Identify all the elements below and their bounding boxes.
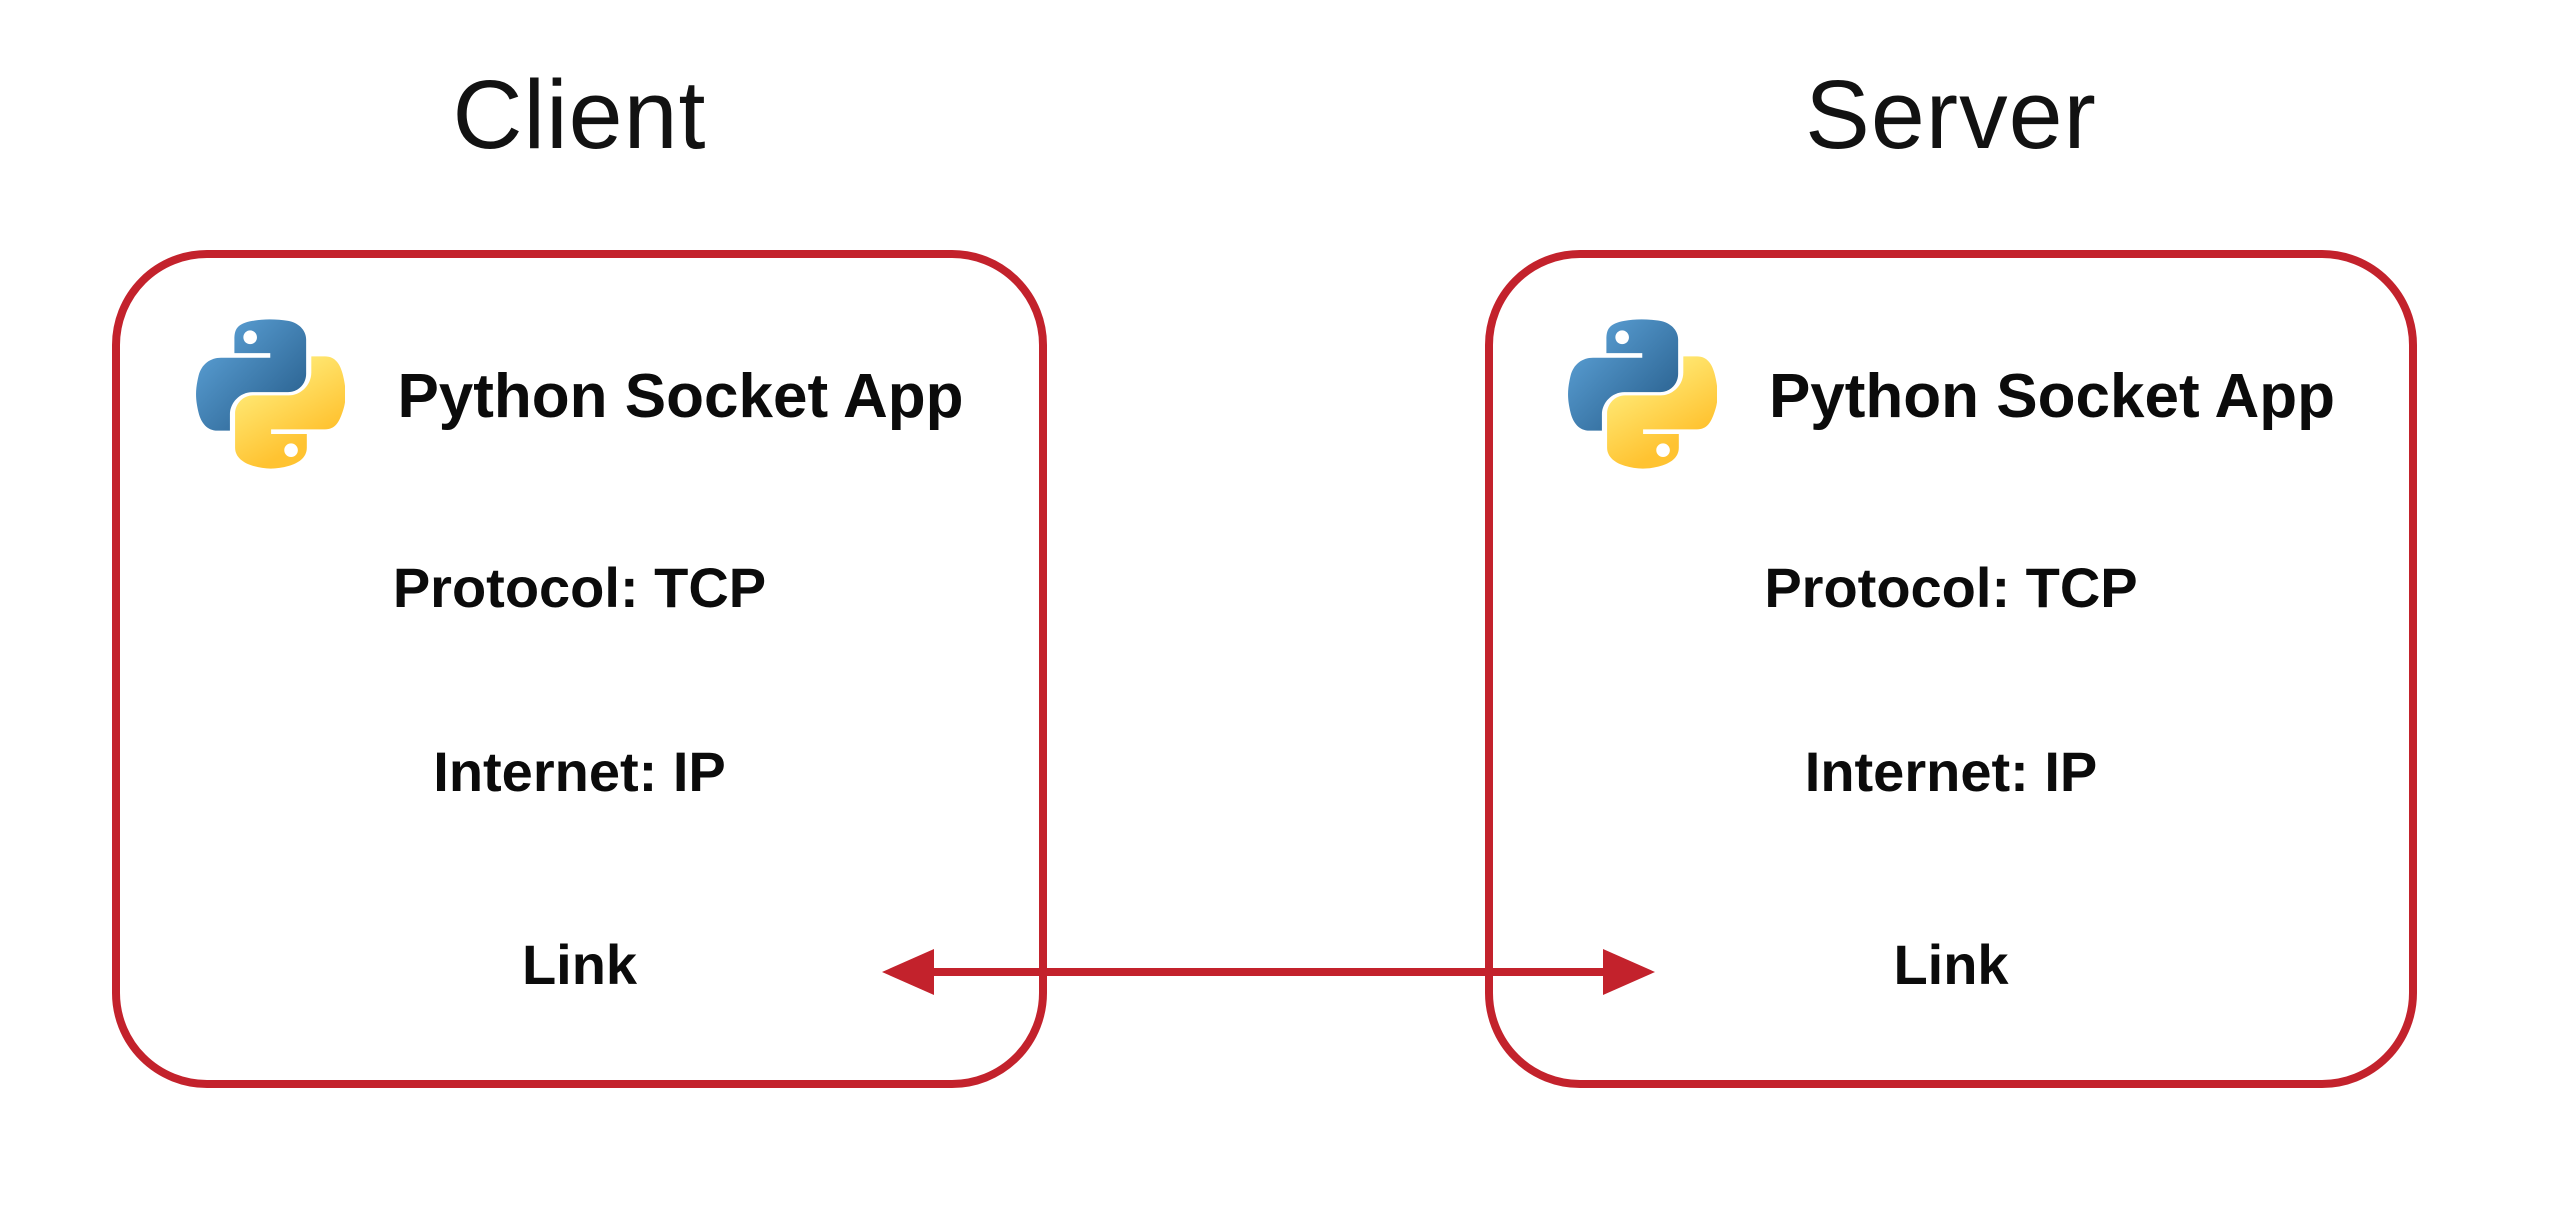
server-protocol-label: Protocol: TCP xyxy=(1764,556,2138,619)
server-app-row: Python Socket App xyxy=(1493,318,2409,474)
python-logo-icon xyxy=(195,318,347,474)
server-internet-label: Internet: IP xyxy=(1804,740,2098,803)
server-app-label: Python Socket App xyxy=(1768,361,2336,431)
server-node: Python Socket App Protocol: TCP Internet… xyxy=(1485,250,2417,1088)
python-logo-icon xyxy=(1567,318,1718,474)
server-title: Server xyxy=(1805,60,2097,169)
client-internet-label: Internet: IP xyxy=(433,740,726,803)
client-title: Client xyxy=(452,60,707,169)
server-link-label: Link xyxy=(1893,933,2009,996)
client-node: Python Socket App Protocol: TCP Internet… xyxy=(112,250,1047,1088)
client-app-label: Python Socket App xyxy=(397,361,964,431)
client-link-label: Link xyxy=(521,933,638,996)
client-protocol-label: Protocol: TCP xyxy=(392,556,767,619)
client-app-row: Python Socket App xyxy=(120,318,1039,474)
